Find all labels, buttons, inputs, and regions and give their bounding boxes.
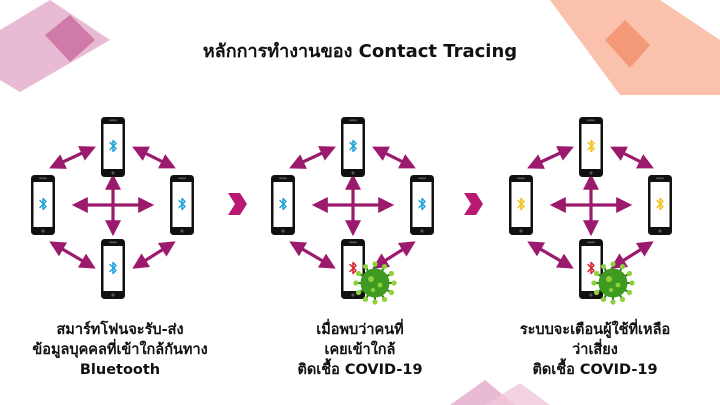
caption-line: เคยเข้าใกล้ xyxy=(324,342,396,358)
diagram-title: หลักการทำงานของ Contact Tracing xyxy=(202,41,518,62)
exchange-arrow xyxy=(132,241,176,269)
smartphone-icon xyxy=(341,117,365,177)
smartphone-icon xyxy=(648,175,672,235)
exchange-arrow xyxy=(372,146,416,169)
caption-line: ติดเชื้อ COVID-19 xyxy=(297,362,423,378)
smartphone-icon xyxy=(579,117,603,177)
exchange-arrow xyxy=(527,241,574,269)
next-step-chevron xyxy=(464,193,483,215)
panel-detect xyxy=(271,117,434,305)
caption-line: สมาร์ทโฟนจะรับ-ส่ง xyxy=(56,322,184,338)
exchange-arrow xyxy=(289,241,336,269)
caption-line: ระบบจะเตือนผู้ใช้ที่เหลือ xyxy=(519,322,671,338)
virus-icon xyxy=(353,261,397,305)
panel-share xyxy=(31,117,194,299)
exchange-arrow xyxy=(372,241,416,269)
next-step-chevron xyxy=(228,193,247,215)
smartphone-icon xyxy=(101,239,125,299)
smartphone-icon xyxy=(271,175,295,235)
smartphone-icon xyxy=(170,175,194,235)
exchange-arrow xyxy=(527,146,574,169)
exchange-arrow xyxy=(289,146,336,169)
caption-line: ข้อมูลบุคคลที่เข้าใกล้กันทาง xyxy=(32,342,208,358)
panel-alert xyxy=(509,117,672,305)
caption-detect: เมื่อพบว่าคนที่ เคยเข้าใกล้ ติดเชื้อ COV… xyxy=(255,320,465,380)
exchange-arrow xyxy=(610,241,654,269)
smartphone-icon xyxy=(101,117,125,177)
caption-alert: ระบบจะเตือนผู้ใช้ที่เหลือ ว่าเสี่ยง ติดเ… xyxy=(485,320,705,380)
smartphone-icon xyxy=(509,175,533,235)
exchange-arrow xyxy=(49,146,96,169)
caption-share: สมาร์ทโฟนจะรับ-ส่ง ข้อมูลบุคคลที่เข้าใกล… xyxy=(10,320,230,380)
caption-line: Bluetooth xyxy=(79,362,161,378)
exchange-arrow xyxy=(132,146,176,169)
virus-icon xyxy=(591,261,635,305)
caption-line: ติดเชื้อ COVID-19 xyxy=(532,362,658,378)
decor-top-right xyxy=(550,0,720,95)
decor-bottom xyxy=(450,380,550,405)
smartphone-icon xyxy=(410,175,434,235)
caption-line: ว่าเสี่ยง xyxy=(572,342,618,358)
exchange-arrow xyxy=(610,146,654,169)
exchange-arrow xyxy=(49,241,96,269)
caption-line: เมื่อพบว่าคนที่ xyxy=(316,322,404,338)
smartphone-icon xyxy=(31,175,55,235)
decor-top-left xyxy=(0,0,110,92)
